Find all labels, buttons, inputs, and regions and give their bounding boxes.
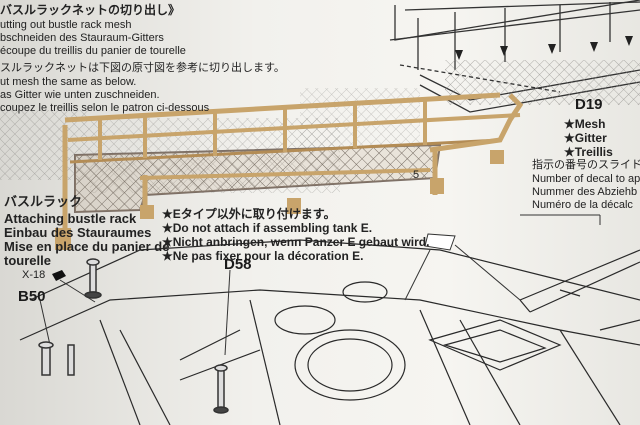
instruction-sub-2: as Gitter wie unten zuschneiden. <box>0 89 160 101</box>
bolt-parts <box>38 258 229 414</box>
instruction-sub-3: coupez le treillis selon le patron ci-de… <box>0 102 210 114</box>
turret-diagram <box>19 239 640 425</box>
instruction-line-2: bschneiden des Stauraum-Gitters <box>0 32 164 44</box>
attach-line-4: tourelle <box>4 253 51 268</box>
attach-line-2: Einbau des Stauraumes <box>4 225 152 240</box>
part-label-d19: D19 <box>575 96 603 113</box>
decal-line-2: Nummer des Abziehb <box>532 186 638 198</box>
part-label-b50: B50 <box>18 288 46 305</box>
decal-marker-icon <box>424 233 456 251</box>
attach-jp: バスルラック <box>4 194 83 209</box>
instruction-line-1: utting out bustle rack mesh <box>0 19 132 31</box>
x18-part-icon <box>52 270 66 281</box>
note-line-1: ★Do not attach if assembling tank E. <box>162 221 373 235</box>
d19-mesh-fr: ★Treillis <box>564 145 613 159</box>
instruction-line-3: écoupe du treillis du panier de tourelle <box>0 45 186 57</box>
bustle-rack-model <box>55 92 524 250</box>
attach-line-1: Attaching bustle rack <box>4 211 137 226</box>
attach-line-3: Mise en place du panier de <box>4 239 170 254</box>
heading-jp: バスルラックネットの切り出し》 <box>0 3 181 17</box>
instruction-sub-1: ut mesh the same as below. <box>0 76 137 88</box>
rack-number: 5 <box>413 169 420 181</box>
decal-line-3: Numéro de la décalc <box>532 199 633 211</box>
part-label-x18: X-18 <box>22 269 46 281</box>
d19-mesh-en: ★Mesh <box>564 117 606 131</box>
instruction-jp-line: スルラックネットは下図の原寸図を参考に切り出します。 <box>0 62 285 74</box>
part-label-d58: D58 <box>224 256 252 273</box>
d19-mesh-de: ★Gitter <box>564 131 607 145</box>
note-line-2: ★Nicht anbringen, wenn Panzer E gebaut w… <box>162 235 430 249</box>
note-jp: ★Eタイプ以外に取り付けます。 <box>162 207 336 221</box>
decal-jp: 指示の番号のスライド <box>532 159 640 171</box>
arrow-icons <box>455 36 633 60</box>
decal-line-1: Number of decal to ap <box>532 173 640 185</box>
note-line-3: ★Ne pas fixer pour la décoration E. <box>162 249 364 263</box>
rack-diagram-top-right <box>389 0 640 113</box>
